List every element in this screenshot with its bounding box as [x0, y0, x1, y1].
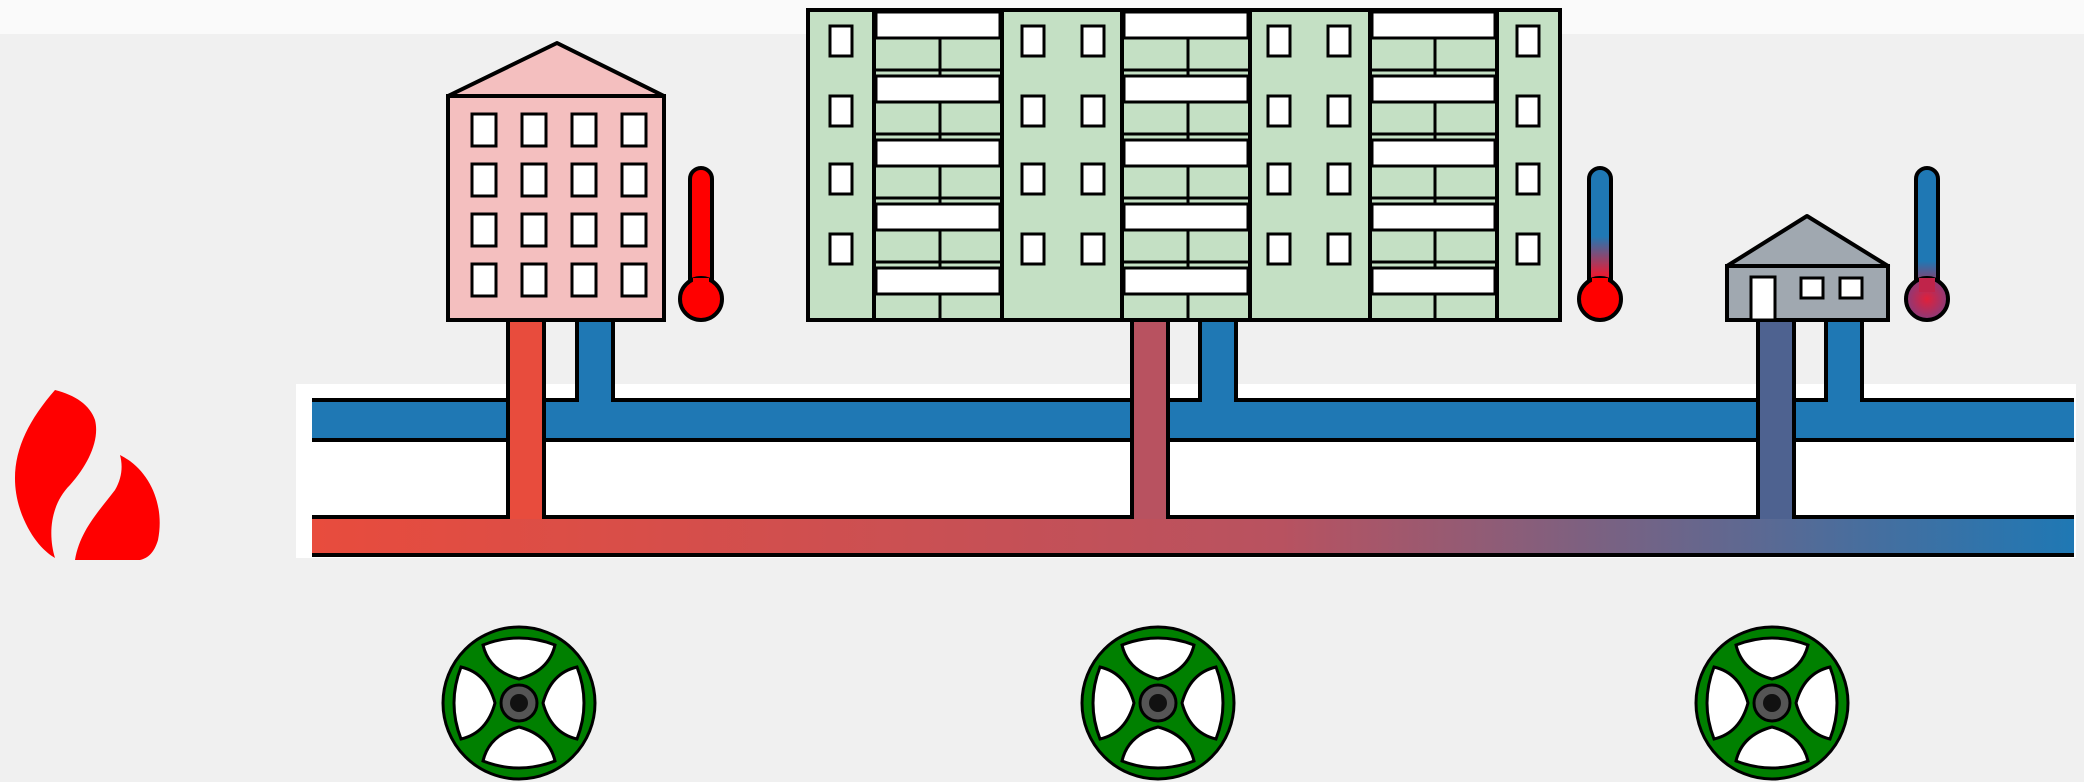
building-windows	[470, 112, 648, 298]
branch-return-2	[1198, 320, 1238, 402]
branch-supply-2	[1130, 320, 1170, 519]
flame-icon	[14, 390, 160, 560]
block-windows	[828, 24, 1541, 266]
house-door	[1749, 275, 1777, 322]
house-window	[1838, 276, 1864, 300]
branch-supply-1	[506, 320, 546, 519]
valve-wheel-icon[interactable]	[1080, 625, 1236, 781]
apartment-building	[446, 41, 666, 322]
branch-supply-3	[1756, 320, 1796, 519]
house	[1725, 214, 1890, 322]
cold-return-pipe	[312, 398, 2074, 442]
branch-return-3	[1824, 320, 1864, 402]
thermometer-icon	[1904, 166, 1950, 322]
house-window	[1799, 276, 1825, 300]
valve-wheel-icon[interactable]	[441, 625, 597, 781]
hot-supply-pipe	[312, 515, 2074, 557]
balcony-stack	[874, 10, 1497, 320]
thermometer-icon	[1577, 166, 1623, 322]
thermometer-icon	[678, 166, 724, 322]
branch-return-1	[575, 320, 615, 402]
valve-wheel-icon[interactable]	[1694, 625, 1850, 781]
large-apartment-block	[806, 8, 1562, 322]
